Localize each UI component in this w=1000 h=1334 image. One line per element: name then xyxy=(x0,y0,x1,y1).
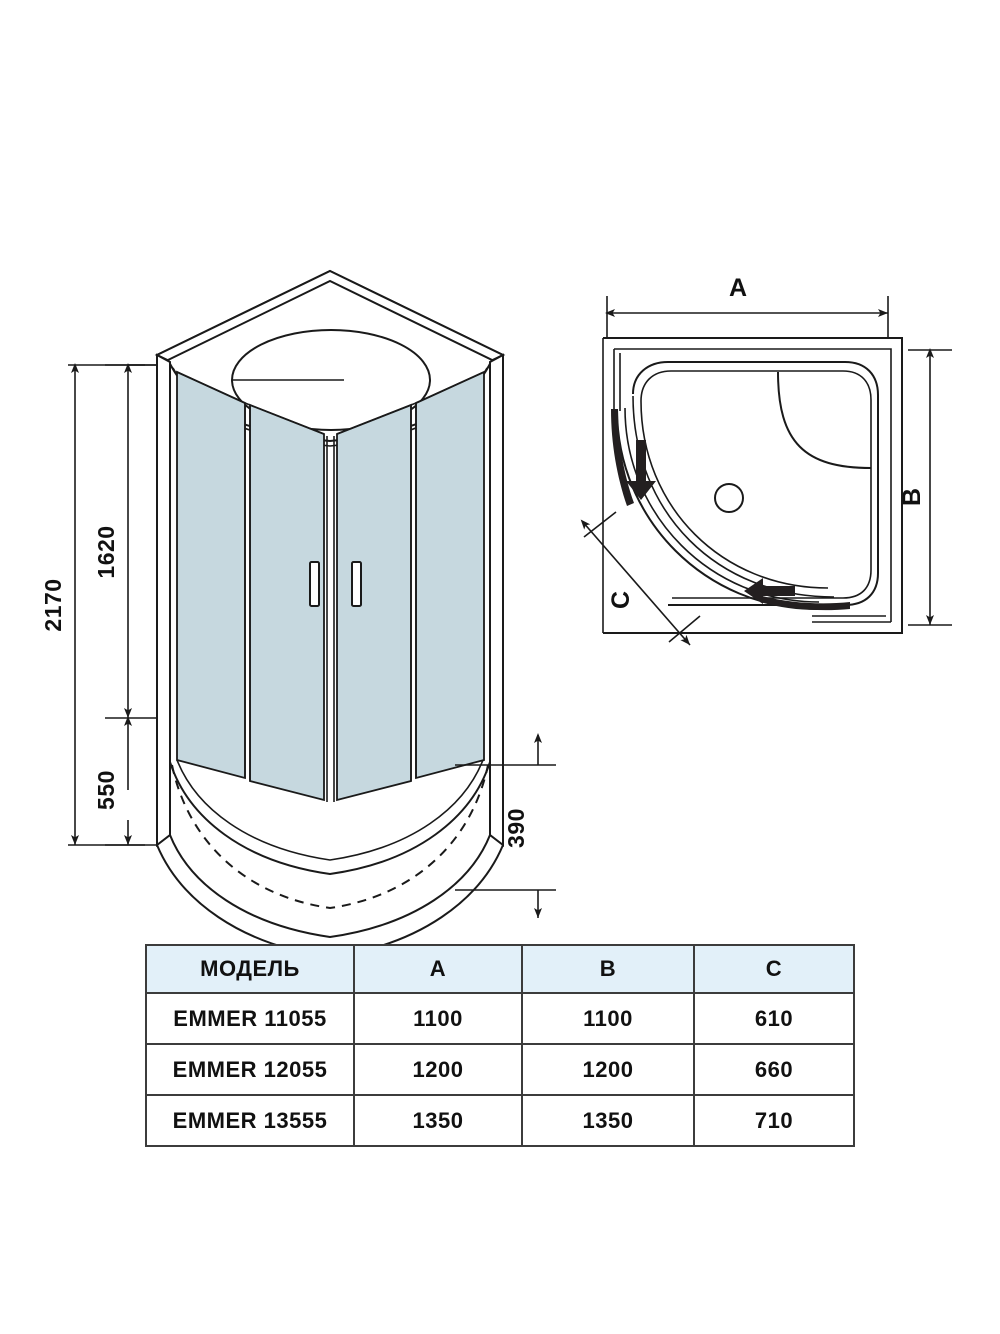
plan-letter-b: B xyxy=(898,488,926,506)
plan-letter-a: A xyxy=(729,274,747,302)
cabin-frame-posts xyxy=(156,353,504,848)
table-header-c: C xyxy=(693,944,855,994)
cell-c: 610 xyxy=(693,992,855,1045)
table-row: EMMER 11055 1100 1100 610 xyxy=(145,992,855,1045)
table-header-b: B xyxy=(521,944,695,994)
dimension-label-550: 550 xyxy=(93,770,119,810)
roof-panel xyxy=(154,269,506,447)
drain-hole xyxy=(714,483,744,513)
dimension-C: C xyxy=(580,511,701,646)
door-handles xyxy=(309,561,362,607)
door-handle-right xyxy=(351,561,362,607)
cell-a: 1100 xyxy=(353,992,523,1045)
corner-seat-arc xyxy=(777,371,872,469)
slide-direction-arrow-left xyxy=(744,578,795,604)
dimension-label-1620: 1620 xyxy=(93,525,119,578)
tray-outline xyxy=(632,361,879,606)
cell-b: 1100 xyxy=(521,992,695,1045)
model-spec-table-wrapper: МОДЕЛЬ A B C EMMER 11055 1100 1100 610 E… xyxy=(145,944,855,1147)
cell-b: 1200 xyxy=(521,1043,695,1096)
shower-tray xyxy=(156,759,504,959)
dimension-A: A xyxy=(605,274,889,338)
glass-panel-right-fixed xyxy=(415,370,485,780)
dimension-B: B xyxy=(898,348,952,626)
dimension-390: 390 xyxy=(455,733,556,918)
model-spec-table: МОДЕЛЬ A B C EMMER 11055 1100 1100 610 E… xyxy=(145,944,855,1147)
top-plan-view: A xyxy=(580,274,952,646)
slide-direction-arrow-down xyxy=(626,440,656,500)
cell-c: 660 xyxy=(693,1043,855,1096)
curved-sliding-door xyxy=(611,395,850,611)
table-header-row: МОДЕЛЬ A B C xyxy=(145,944,855,994)
cell-a: 1350 xyxy=(353,1094,523,1147)
table-row: EMMER 12055 1200 1200 660 xyxy=(145,1043,855,1096)
table-header-model: МОДЕЛЬ xyxy=(145,944,355,994)
ceiling-light-ellipse xyxy=(231,329,431,431)
tray-hidden-edge xyxy=(171,764,489,910)
plan-letter-c: C xyxy=(607,591,635,609)
dimension-550: 550 xyxy=(93,716,158,846)
dimension-label-390: 390 xyxy=(503,808,529,848)
cell-b: 1350 xyxy=(521,1094,695,1147)
table-header-a: A xyxy=(353,944,523,994)
cell-model: EMMER 13555 xyxy=(145,1094,355,1147)
front-perspective-view: 2170 1620 550 390 xyxy=(40,269,556,959)
cell-c: 710 xyxy=(693,1094,855,1147)
glass-panel-right-door xyxy=(336,403,412,802)
cell-a: 1200 xyxy=(353,1043,523,1096)
door-handle-left xyxy=(309,561,320,607)
dimension-1620: 1620 xyxy=(93,363,158,719)
glass-panel-left-fixed xyxy=(176,370,246,780)
glass-panels xyxy=(176,370,485,802)
cell-model: EMMER 11055 xyxy=(145,992,355,1045)
cell-model: EMMER 12055 xyxy=(145,1043,355,1096)
table-row: EMMER 13555 1350 1350 710 xyxy=(145,1094,855,1147)
dimension-label-2170: 2170 xyxy=(40,578,66,631)
